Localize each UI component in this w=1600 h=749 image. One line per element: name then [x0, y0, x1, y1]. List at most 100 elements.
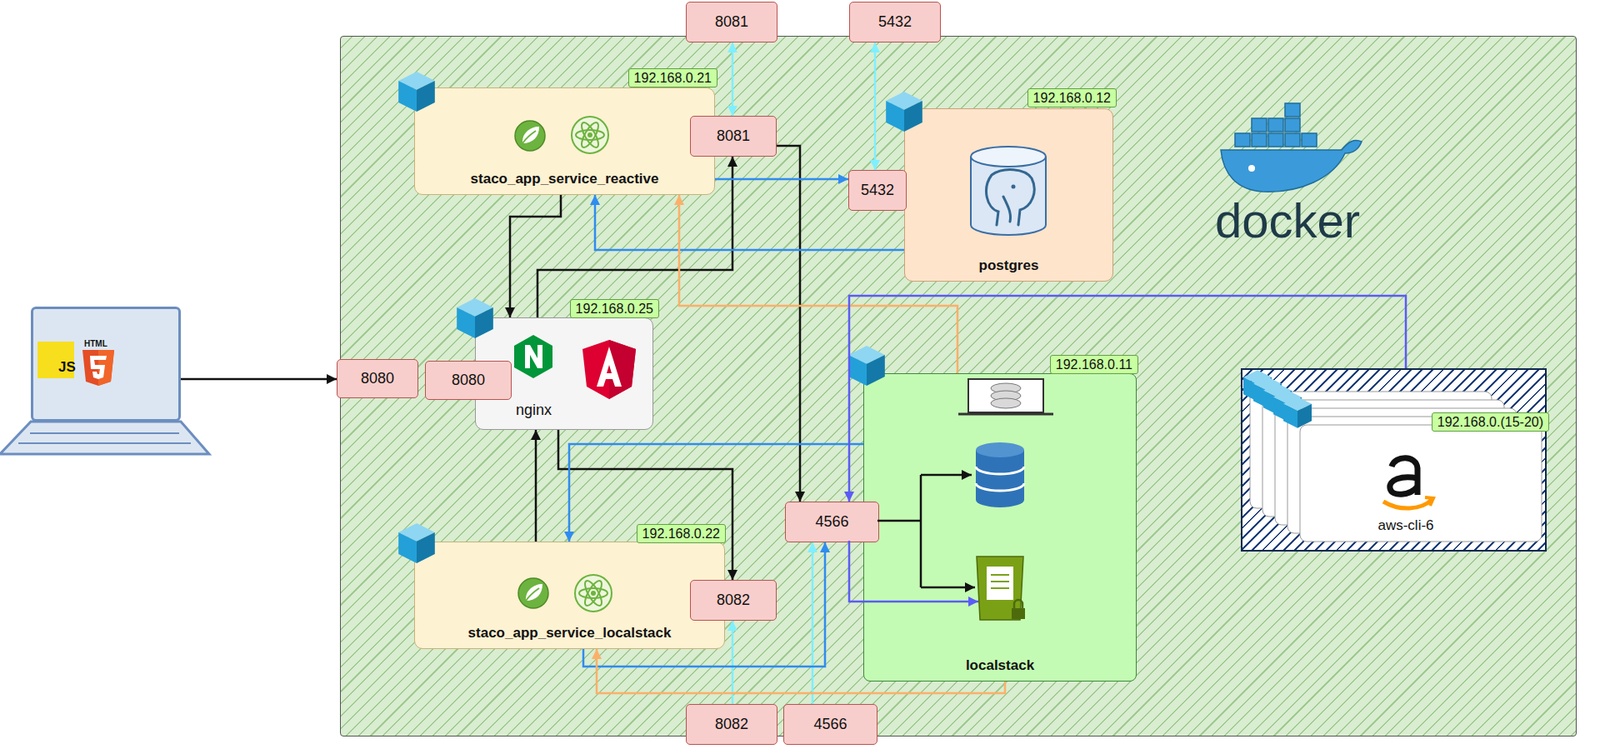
port-number: 8080 [360, 370, 395, 389]
port-box: 4566 [783, 704, 878, 745]
node-label: staco_app_service_reactive [470, 170, 660, 188]
port-number: 8080 [451, 371, 485, 390]
node-label: HTML [84, 339, 108, 350]
laptop-base [30, 432, 180, 435]
s3-icon [1011, 608, 1025, 620]
aws-stack [1243, 370, 1542, 542]
nginx-logo [514, 335, 553, 379]
s3-icon [986, 566, 1014, 600]
port-box: 8081 [690, 115, 777, 157]
connector [811, 542, 815, 705]
localstack-routing [920, 475, 923, 588]
port-number: 8082 [715, 715, 749, 735]
nginx-logo [525, 345, 543, 369]
aws-stack [1287, 416, 1530, 534]
dynamodb-icon [975, 450, 1025, 508]
port-number: 8081 [716, 127, 750, 146]
port-box: 8080 [336, 359, 419, 399]
docker-whale [1248, 165, 1255, 172]
container-box: 4566localstack192.168.0.11 [863, 373, 1137, 682]
angular-logo [582, 340, 636, 400]
container-icon [848, 345, 885, 386]
angular-logo [609, 340, 636, 400]
container-icon [885, 91, 923, 132]
container-icon [456, 298, 494, 339]
connector [510, 195, 561, 318]
localstack-routing [849, 540, 979, 602]
laptop-screen: JSHTML [30, 306, 181, 422]
node-label: localstack [965, 657, 1035, 675]
node-label: aws-cli-6 [1377, 517, 1434, 535]
docker-whale [1285, 133, 1300, 147]
connector [537, 156, 733, 318]
s3-icon [976, 556, 1025, 620]
port-number: 8081 [715, 13, 749, 32]
aws-stack [1262, 400, 1505, 517]
aws-stack [1275, 408, 1517, 525]
docker-whale [1268, 118, 1284, 132]
port-number: 5432 [860, 181, 895, 200]
docker-host: 8081 staco_app_service_reactive 192.168.0.… [340, 35, 1577, 737]
ip-address-tag: 192.168.0.11 [1050, 355, 1139, 375]
port-box: 5432 [848, 170, 907, 211]
localstack-icon [968, 379, 1044, 413]
connector [715, 178, 849, 181]
localstack-icon [990, 398, 1021, 409]
localstack-icon [958, 379, 1054, 415]
s3-icon [976, 556, 1024, 620]
connector [874, 42, 877, 170]
connector [731, 620, 735, 705]
port-number: 4566 [813, 715, 847, 735]
connector [595, 195, 905, 250]
aws-stack [1300, 425, 1542, 542]
localstack-routing [920, 586, 975, 590]
ip-address-tag: 192.168.0.21 [628, 68, 718, 88]
node-label: postgres [979, 257, 1040, 275]
node-label: docker [1215, 191, 1360, 250]
port-box: 8081 [685, 1, 778, 43]
laptop-base [0, 421, 210, 455]
docker-whale [1285, 103, 1300, 117]
html5-logo [98, 350, 115, 386]
docker-whale [1301, 133, 1317, 147]
port-number: 8082 [716, 591, 750, 610]
spring-icon [515, 120, 545, 151]
connector [180, 378, 337, 381]
localstack-icon [990, 390, 1021, 401]
postgres-icon [970, 146, 1046, 167]
container-icon [398, 71, 435, 112]
container-box: 8082staco_app_service_localstack192.168.… [414, 541, 725, 650]
localstack-routing [877, 520, 921, 523]
postgres-icon [970, 146, 1046, 235]
docker-whale [1235, 133, 1250, 147]
port-number: 5432 [878, 13, 912, 32]
connector [776, 145, 800, 502]
aws-stack [1250, 391, 1492, 509]
s3-icon [990, 580, 1010, 583]
port-box: 8082 [690, 580, 777, 621]
aws-stack [1273, 390, 1302, 421]
aws-stack [1243, 370, 1272, 401]
connector [679, 195, 958, 374]
js-logo [37, 341, 75, 379]
html5-logo [82, 350, 115, 386]
dynamodb-icon [975, 442, 1025, 458]
spring-icon [518, 578, 549, 609]
amazon-logo [1390, 477, 1418, 495]
html5-logo [90, 355, 107, 380]
aws-stack [1253, 376, 1282, 408]
docker-whale [1251, 133, 1267, 147]
docker-whale [1268, 133, 1284, 147]
amazon-logo [1391, 458, 1418, 495]
container-box: 8081staco_app_service_reactive192.168.0.… [414, 87, 715, 195]
port-box: 4566 [785, 501, 880, 543]
dynamodb-icon [975, 442, 1025, 508]
js-logo [37, 341, 75, 379]
ip-address-tag: 192.168.0.25 [570, 299, 660, 319]
s3-icon [990, 574, 1010, 576]
connector [569, 444, 864, 542]
nginx-logo [514, 335, 553, 379]
laptop-base [18, 442, 191, 445]
localstack-routing [849, 475, 979, 602]
